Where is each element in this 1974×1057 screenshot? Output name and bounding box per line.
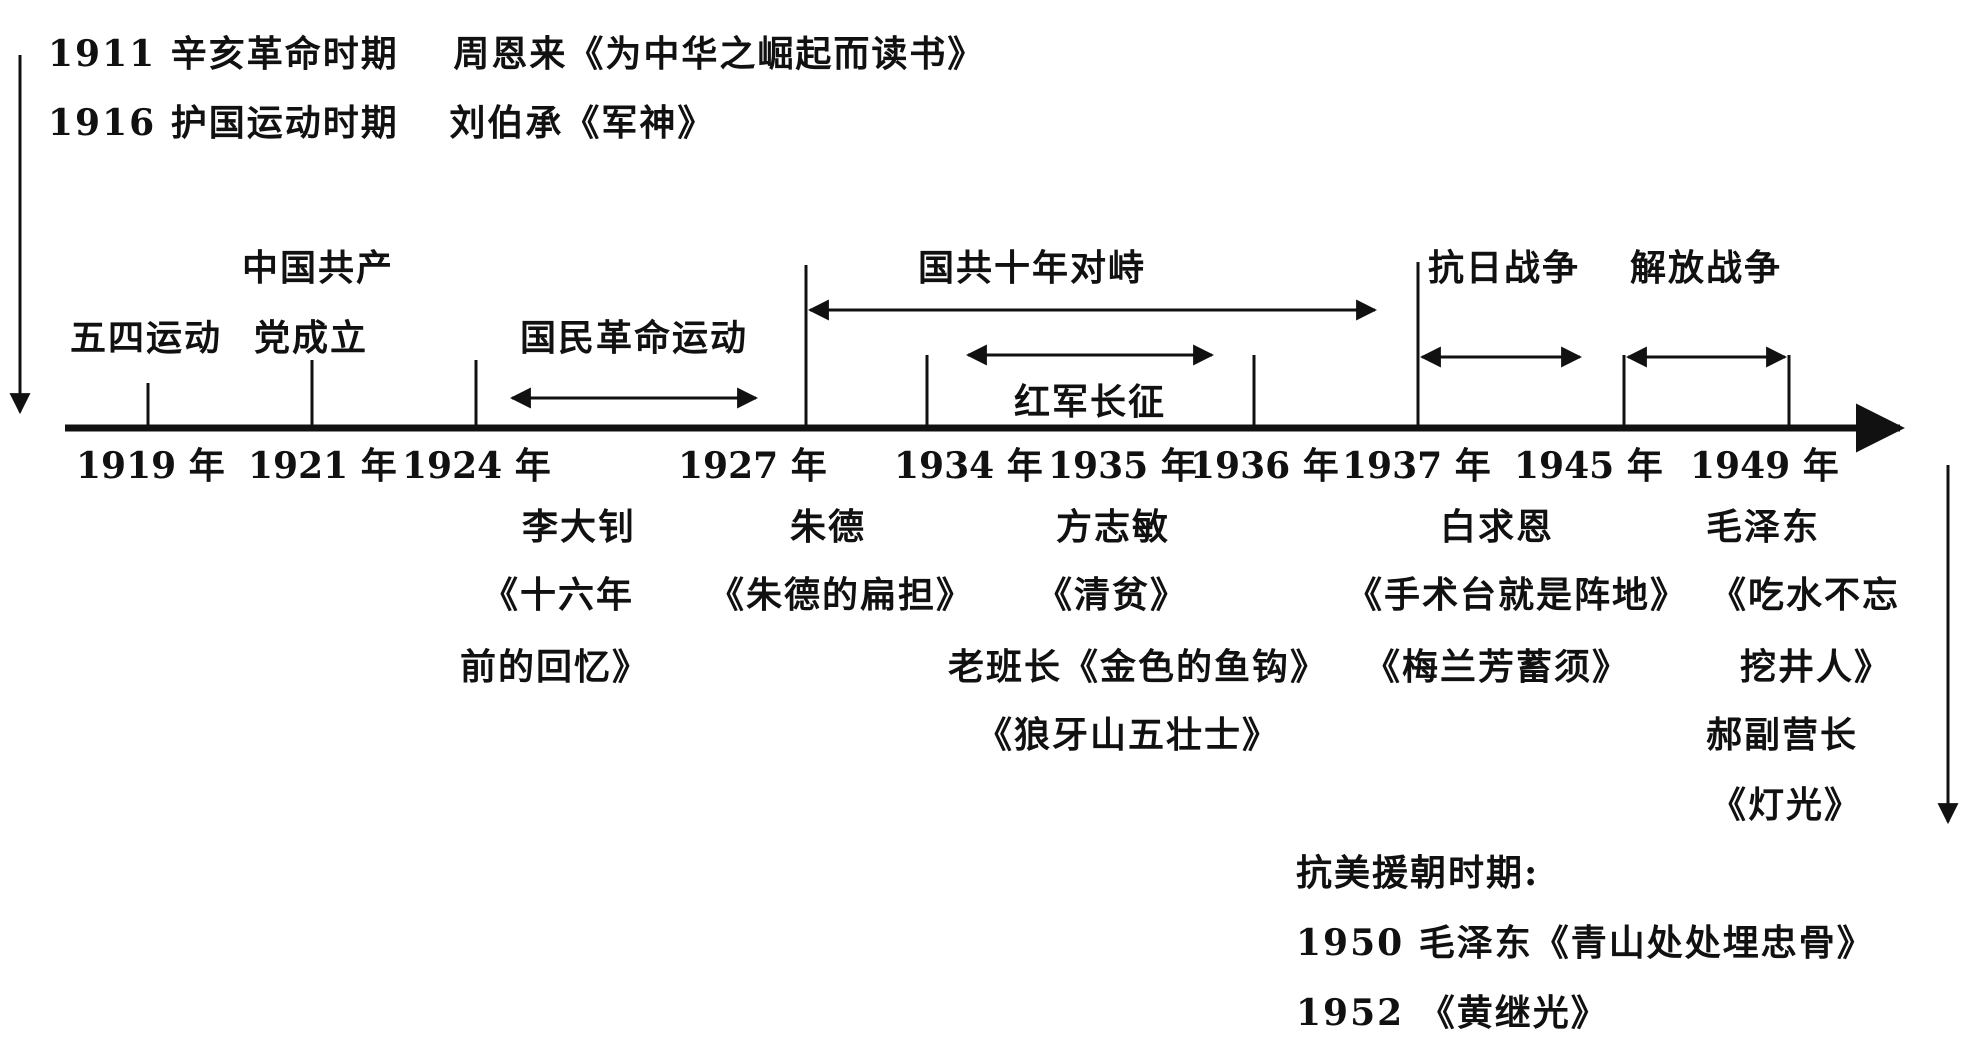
note-1916-year: 1916: [48, 102, 157, 144]
event-cpc-line1: 中国共产: [242, 247, 395, 289]
work-lamp-light: 《灯光》: [1710, 784, 1863, 826]
work-mao-title-1: 《吃水不忘: [1710, 574, 1901, 616]
note-1911: 1911 辛亥革命时期 周恩来《为中华之崛起而读书》: [48, 32, 985, 76]
work-mao-author: 毛泽东: [1706, 506, 1821, 548]
year-1934: 1934 年: [894, 445, 1043, 487]
work-li-dazhao-title-2: 前的回忆》: [460, 646, 651, 688]
year-1949: 1949 年: [1690, 445, 1839, 487]
event-cpc-line2: 党成立: [254, 317, 369, 359]
work-mei-lanfang: 《梅兰芳蓄须》: [1364, 646, 1631, 688]
korean-war-1950-year: 1950: [1296, 922, 1405, 964]
work-li-dazhao-title-1: 《十六年: [482, 574, 635, 616]
event-long-march: 红军长征: [1014, 381, 1167, 423]
event-national-revolution: 国民革命运动: [520, 317, 749, 359]
work-fang-zhimin-title: 《清贫》: [1036, 574, 1189, 616]
korean-war-1952-year: 1952: [1296, 992, 1405, 1034]
work-langya-mountain: 《狼牙山五壮士》: [976, 714, 1281, 756]
korean-war-1952-work: 《黄继光》: [1418, 992, 1609, 1034]
work-zhu-de-author: 朱德: [790, 506, 867, 548]
note-1916-period: 护国运动时期: [170, 102, 399, 144]
korean-war-title: 抗美援朝时期:: [1296, 852, 1540, 894]
event-anti-japanese: 抗日战争: [1428, 247, 1581, 289]
korean-war-1950: 1950 毛泽东《青山处处埋忠骨》: [1296, 921, 1875, 965]
year-1945: 1945 年: [1514, 445, 1663, 487]
year-1936: 1936 年: [1190, 445, 1339, 487]
year-1927: 1927 年: [678, 445, 827, 487]
year-1935: 1935 年: [1048, 445, 1197, 487]
year-1919: 1919 年: [76, 445, 225, 487]
work-mao-title-2: 挖井人》: [1740, 646, 1893, 688]
work-zhu-de-title: 《朱德的扁担》: [708, 574, 975, 616]
note-1916-work: 刘伯承《军神》: [449, 102, 716, 144]
event-may4: 五四运动: [70, 317, 223, 359]
note-1911-work: 周恩来《为中华之崛起而读书》: [453, 33, 986, 75]
work-bethune-title: 《手术台就是阵地》: [1346, 574, 1689, 616]
note-1916: 1916 护国运动时期 刘伯承《军神》: [48, 101, 715, 145]
work-bethune-author: 白求恩: [1440, 506, 1555, 548]
event-ten-year: 国共十年对峙: [918, 247, 1147, 289]
year-1937: 1937 年: [1342, 445, 1491, 487]
work-li-dazhao-author: 李大钊: [522, 506, 637, 548]
note-1911-year: 1911: [48, 33, 157, 75]
event-liberation: 解放战争: [1630, 247, 1783, 289]
work-golden-fishhook: 老班长《金色的鱼钩》: [948, 646, 1329, 688]
year-1924: 1924 年: [402, 445, 551, 487]
korean-war-1950-work: 毛泽东《青山处处埋忠骨》: [1418, 922, 1875, 964]
korean-war-1952: 1952 《黄继光》: [1296, 991, 1609, 1035]
work-fang-zhimin-author: 方志敏: [1056, 506, 1171, 548]
year-1921: 1921 年: [248, 445, 397, 487]
work-hao-commander: 郝副营长: [1706, 714, 1859, 756]
note-1911-period: 辛亥革命时期: [170, 33, 399, 75]
